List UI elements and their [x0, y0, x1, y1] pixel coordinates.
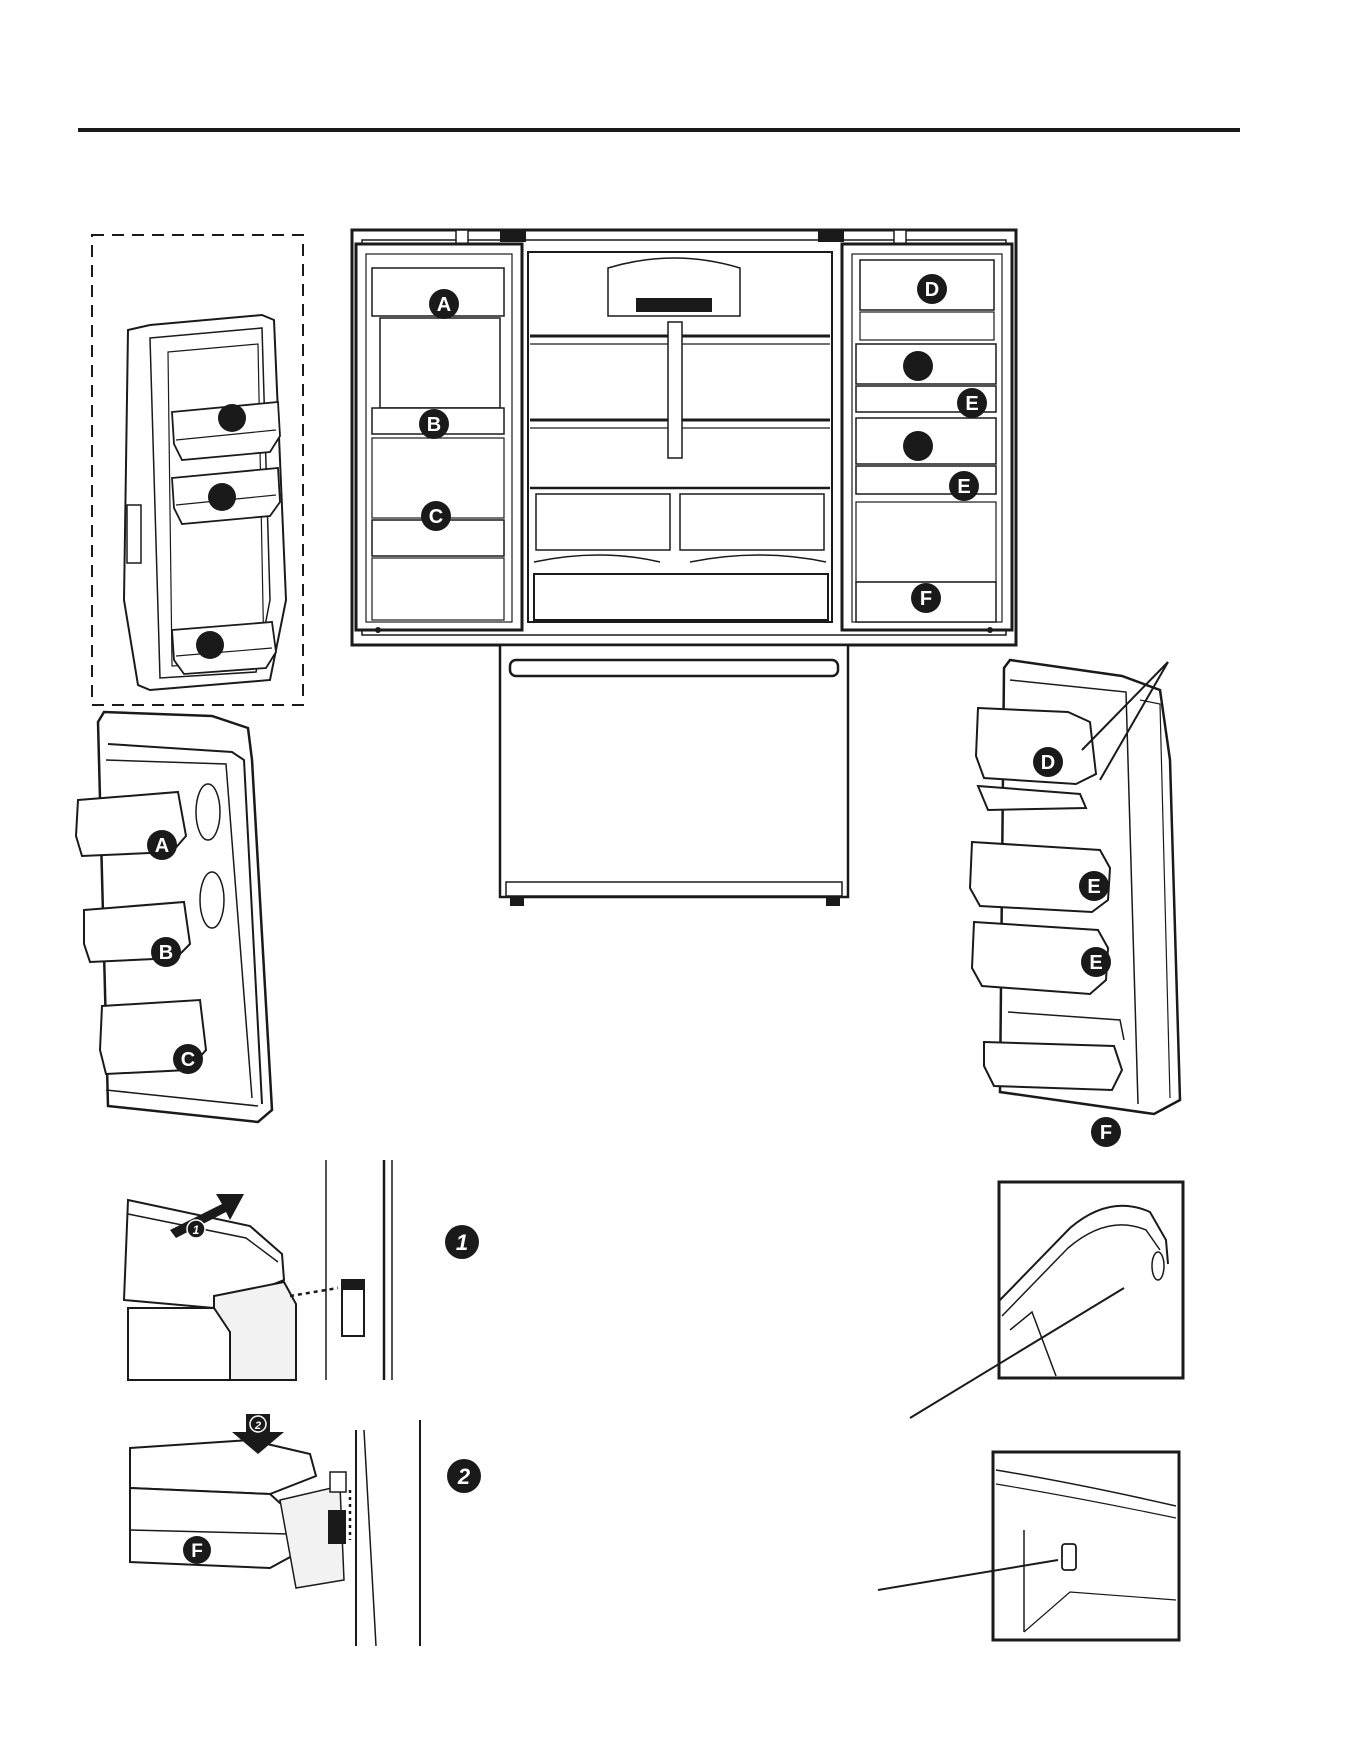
callout-C-cabinet-text: C	[429, 506, 443, 528]
callout-D-cabinet-text: D	[925, 279, 939, 301]
step-two-illustration	[130, 1414, 420, 1646]
callout-F-step-two: F	[183, 1536, 211, 1564]
callout-B-cabinet-text: B	[427, 414, 441, 436]
step-one-marker: 1	[445, 1225, 479, 1259]
callout-B-left-door: B	[151, 937, 181, 967]
step-one-badge-arrow-text: 1	[193, 1223, 200, 1237]
step-one-marker-text: 1	[456, 1230, 468, 1255]
dashed-inset-left-door	[92, 235, 303, 705]
callout-B-left-door-text: B	[159, 942, 173, 964]
detail-inset-bottom	[878, 1452, 1179, 1640]
inset-bin-marker-middle	[208, 483, 236, 511]
callout-E-cabinet-lower-text: E	[957, 476, 970, 498]
callout-E-right-door-upper: E	[1079, 871, 1109, 901]
callout-E-cabinet-upper: E	[957, 388, 987, 418]
callout-B-cabinet: B	[419, 409, 449, 439]
callout-F-right-door: F	[1091, 1117, 1121, 1147]
step-one-badge-arrow: 1	[187, 1220, 205, 1238]
refrigerator-open-view	[352, 230, 1016, 906]
callout-D-right-door-text: D	[1041, 752, 1055, 774]
inset-bin-marker-upper	[218, 404, 246, 432]
callout-F-cabinet: F	[911, 583, 941, 613]
callout-A-left-door-text: A	[155, 835, 169, 857]
right-door-bin-marker-lower	[903, 431, 933, 461]
callout-A-cabinet: A	[429, 289, 459, 319]
callout-C-cabinet: C	[421, 501, 451, 531]
callout-F-step-two-text: F	[191, 1541, 203, 1562]
detail-inset-top	[910, 1182, 1183, 1418]
callout-E-right-door-upper-text: E	[1087, 876, 1100, 898]
callout-E-cabinet-lower: E	[949, 471, 979, 501]
callout-E-right-door-lower-text: E	[1089, 952, 1102, 974]
callout-C-left-door-text: C	[181, 1049, 195, 1071]
step-one-illustration	[124, 1160, 392, 1380]
callout-E-cabinet-upper-text: E	[965, 393, 978, 415]
step-two-marker-text: 2	[457, 1464, 471, 1489]
callout-D-right-door: D	[1033, 747, 1063, 777]
callout-F-cabinet-text: F	[920, 588, 932, 610]
right-door-bin-marker-upper	[903, 351, 933, 381]
callout-E-right-door-lower: E	[1081, 947, 1111, 977]
callout-F-right-door-text: F	[1100, 1122, 1112, 1144]
callout-C-left-door: C	[173, 1044, 203, 1074]
callout-D-cabinet: D	[917, 274, 947, 304]
step-two-badge-arrow-text: 2	[254, 1420, 261, 1432]
step-two-badge-arrow: 2	[250, 1416, 266, 1432]
step-two-marker: 2	[447, 1459, 481, 1493]
right-door-detail	[970, 660, 1180, 1114]
inset-bin-marker-lower	[196, 631, 224, 659]
callout-A-left-door: A	[147, 830, 177, 860]
callout-A-cabinet-text: A	[437, 294, 451, 316]
